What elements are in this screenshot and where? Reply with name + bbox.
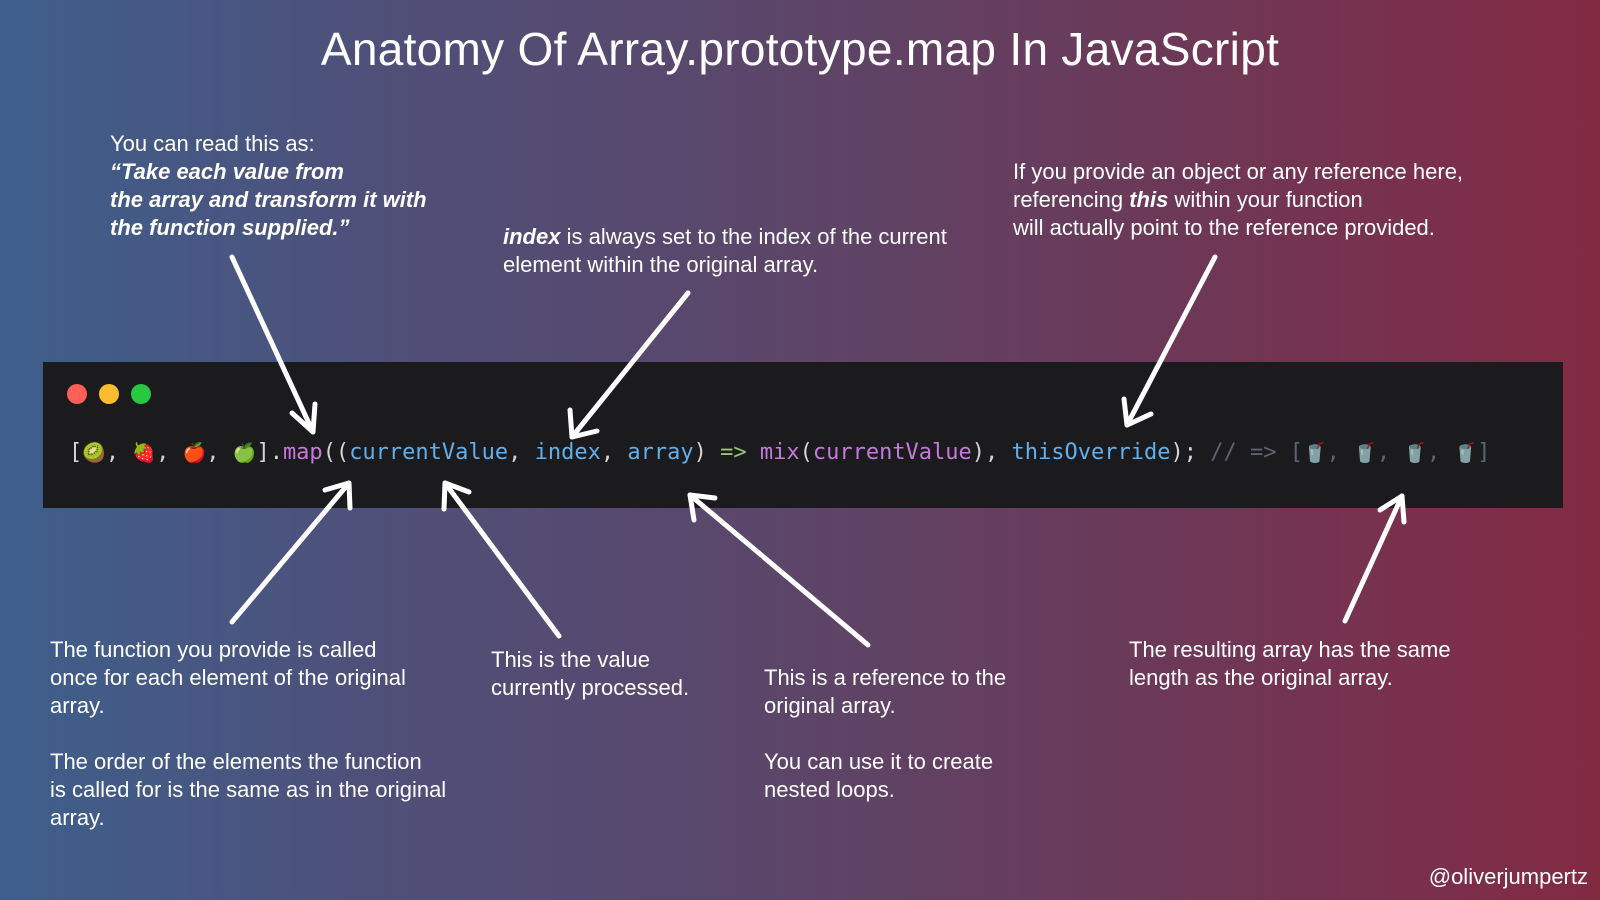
code-comma: ,: [508, 440, 535, 465]
note-this-pre: referencing: [1013, 187, 1130, 212]
note-line: The order of the elements the function: [50, 749, 422, 774]
note-line: You can use it to create: [764, 749, 994, 774]
note-line: original array.: [764, 693, 896, 718]
note-read-as-line: the array and transform it with: [110, 187, 427, 212]
note-index-keyword: index: [503, 224, 561, 249]
cup-icon: 🥤: [1302, 442, 1327, 464]
arrow-to-array: [687, 492, 871, 648]
note-line: is called for is the same as in the orig…: [50, 777, 447, 802]
note-function-called: The function you provide is called once …: [50, 636, 446, 832]
code-param-index: index: [534, 440, 601, 465]
note-read-as-line: the function supplied.”: [110, 215, 350, 240]
kiwi-icon: 🥝: [82, 442, 106, 464]
red-apple-icon: 🍎: [182, 442, 207, 464]
note-this-line1: If you provide an object or any referenc…: [1013, 159, 1464, 184]
cup-icon: 🥤: [1403, 442, 1427, 464]
code-comment-bracket: [: [1289, 440, 1303, 465]
code-paren: ),: [971, 440, 1012, 465]
code-window: [🥝, 🍓, 🍎, 🍏].map((currentValue, index, a…: [43, 362, 1563, 508]
code-paren: ): [693, 440, 707, 465]
note-read-as: You can read this as: “Take each value f…: [110, 130, 427, 242]
code-this-override: thisOverride: [1011, 440, 1171, 465]
code-comment-sep: ,: [1326, 440, 1354, 465]
note-this-line3: will actually point to the reference pro…: [1013, 215, 1435, 240]
window-minimize-dot[interactable]: [99, 384, 119, 404]
note-line: The function you provide is called: [50, 637, 377, 662]
note-this-keyword: this: [1129, 187, 1169, 212]
note-line: nested loops.: [764, 777, 895, 802]
arrow-to-current-value: [441, 480, 562, 639]
arrow-to-this-override: [1121, 254, 1218, 428]
note-line: array.: [50, 805, 105, 830]
note-line: This is the value: [491, 647, 650, 672]
cup-icon: 🥤: [1453, 442, 1478, 464]
code-dot: .: [269, 440, 283, 465]
note-line: currently processed.: [491, 675, 690, 700]
window-close-dot[interactable]: [67, 384, 87, 404]
code-paren: ((: [322, 440, 350, 465]
note-read-as-intro: You can read this as:: [110, 131, 315, 156]
code-comment-bracket: ]: [1477, 440, 1491, 465]
strawberry-icon: 🍓: [132, 442, 157, 464]
code-param-array: array: [627, 440, 694, 465]
code-arrow: =>: [706, 440, 760, 465]
note-line: length as the original array.: [1129, 665, 1393, 690]
page-title: Anatomy Of Array.prototype.map In JavaSc…: [320, 23, 1280, 75]
arrow-to-index: [567, 290, 691, 440]
note-line: once for each element of the original: [50, 665, 406, 690]
window-maximize-dot[interactable]: [131, 384, 151, 404]
green-apple-icon: 🍏: [232, 442, 257, 464]
note-index-line2: element within the original array.: [503, 252, 819, 277]
code-comment-sep: ,: [1376, 440, 1404, 465]
note-this-override: If you provide an object or any referenc…: [1013, 158, 1463, 242]
author-handle: @oliverjumpertz: [1428, 864, 1588, 889]
code-comment-sep: ,: [1426, 440, 1454, 465]
note-line: The resulting array has the same: [1129, 637, 1451, 662]
note-line: This is a reference to the: [764, 665, 1007, 690]
note-current-value: This is the value currently processed.: [491, 646, 689, 702]
arrow-to-result: [1342, 493, 1407, 624]
code-call-mix: mix: [759, 440, 800, 465]
code-paren: (: [799, 440, 813, 465]
note-line: array.: [50, 693, 105, 718]
code-bracket: ]: [256, 440, 270, 465]
code-param-current-value: currentValue: [349, 440, 509, 465]
note-result: The resulting array has the same length …: [1129, 636, 1451, 692]
code-call-arg: currentValue: [812, 440, 972, 465]
arrow-to-map: [229, 254, 318, 435]
note-index: index is always set to the index of the …: [503, 223, 947, 279]
code-comment: // =>: [1197, 440, 1290, 465]
code-line: [🥝, 🍓, 🍎, 🍏].map((currentValue, index, a…: [69, 440, 1490, 465]
code-comma: ,: [600, 440, 628, 465]
note-this-post: within your function: [1168, 187, 1363, 212]
note-read-as-line: “Take each value from: [110, 159, 344, 184]
note-array-ref: This is a reference to the original arra…: [764, 664, 1006, 804]
note-index-text: is always set to the index of the curren…: [560, 224, 947, 249]
code-sep: ,: [156, 440, 183, 465]
code-end: );: [1170, 440, 1198, 465]
code-bracket: [: [69, 440, 83, 465]
arrow-to-callback: [229, 480, 353, 625]
code-sep: ,: [206, 440, 233, 465]
cup-icon: 🥤: [1353, 442, 1377, 464]
code-method-map: map: [282, 440, 323, 465]
code-sep: ,: [105, 440, 133, 465]
